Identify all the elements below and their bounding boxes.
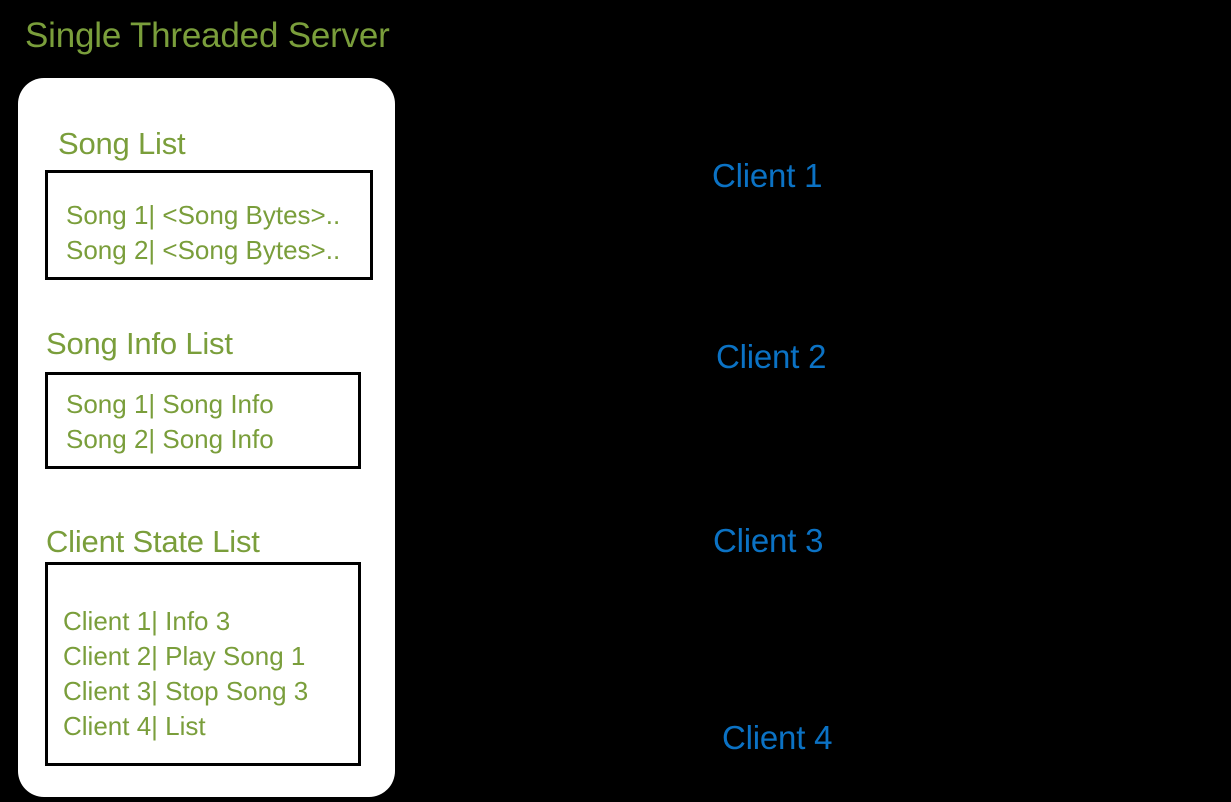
client-state-list-rows: Client 1| Info 3 Client 2| Play Song 1 C… — [63, 604, 308, 744]
page-title: Single Threaded Server — [25, 16, 390, 55]
client-label-1: Client 1 — [712, 157, 823, 194]
list-item: Song 1| <Song Bytes>.. — [66, 200, 341, 230]
list-item: Client 1| Info 3 — [63, 606, 231, 636]
song-info-list-rows: Song 1| Song Info Song 2| Song Info — [66, 387, 274, 457]
song-info-list-heading: Song Info List — [46, 326, 233, 361]
list-item: Client 3| Stop Song 3 — [63, 676, 309, 706]
list-item: Client 2| Play Song 1 — [63, 641, 306, 671]
client-label-3: Client 3 — [713, 522, 824, 559]
client-state-list-heading: Client State List — [46, 524, 260, 559]
client-state-list-box: Client 1| Info 3 Client 2| Play Song 1 C… — [45, 562, 361, 766]
list-item: Song 1| Song Info — [66, 389, 274, 419]
song-list-box: Song 1| <Song Bytes>.. Song 2| <Song Byt… — [45, 170, 373, 280]
list-item: Song 2| Song Info — [66, 424, 274, 454]
song-list-rows: Song 1| <Song Bytes>.. Song 2| <Song Byt… — [66, 198, 340, 268]
list-item: Client 4| List — [63, 711, 206, 741]
client-label-2: Client 2 — [716, 338, 827, 375]
client-label-4: Client 4 — [722, 719, 833, 756]
list-item: Song 2| <Song Bytes>.. — [66, 235, 341, 265]
song-list-heading: Song List — [58, 126, 186, 161]
song-info-list-box: Song 1| Song Info Song 2| Song Info — [45, 372, 361, 469]
